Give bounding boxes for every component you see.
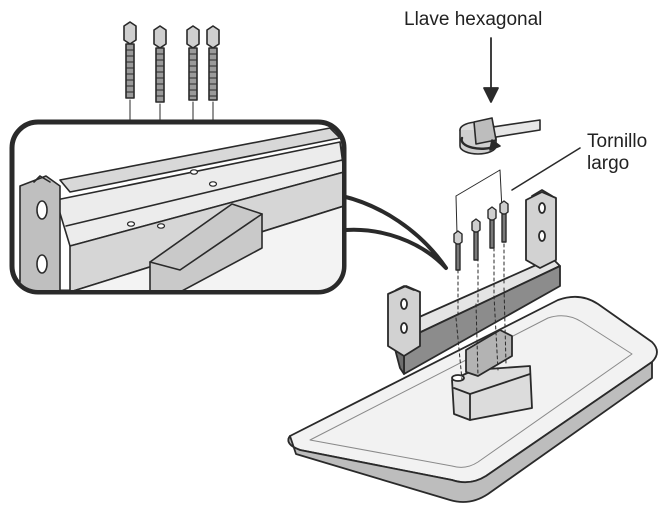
stand-guide-lines [455, 213, 507, 381]
hex-key-label: Llave hexagonal [404, 9, 543, 30]
stand-screws [453, 200, 509, 271]
detail-screw-holes [126, 169, 218, 229]
long-screw-pointer [511, 147, 581, 191]
screw-3 [186, 25, 200, 101]
hex-key [459, 117, 541, 155]
right-post [525, 191, 557, 269]
screw-1 [123, 21, 137, 99]
stand-screw-4 [499, 200, 509, 243]
long-screw-label-line2: largo [587, 153, 630, 174]
detail-left-post [19, 175, 61, 290]
screw-4 [206, 25, 220, 101]
callout-tail [340, 194, 448, 270]
stand-screw-3 [487, 206, 497, 249]
long-screw-label-line1: Tornillo [587, 131, 648, 152]
hex-key-arrow [483, 37, 499, 103]
long-screw-label: Tornillo largo [587, 131, 647, 175]
screw-2 [153, 25, 167, 103]
detail-callout [9, 119, 448, 295]
stand-assembly [287, 169, 658, 503]
stand-screw-1 [453, 230, 463, 271]
stand-screw-2 [471, 218, 481, 261]
left-post [387, 285, 421, 357]
base-plate-edge [287, 361, 653, 503]
